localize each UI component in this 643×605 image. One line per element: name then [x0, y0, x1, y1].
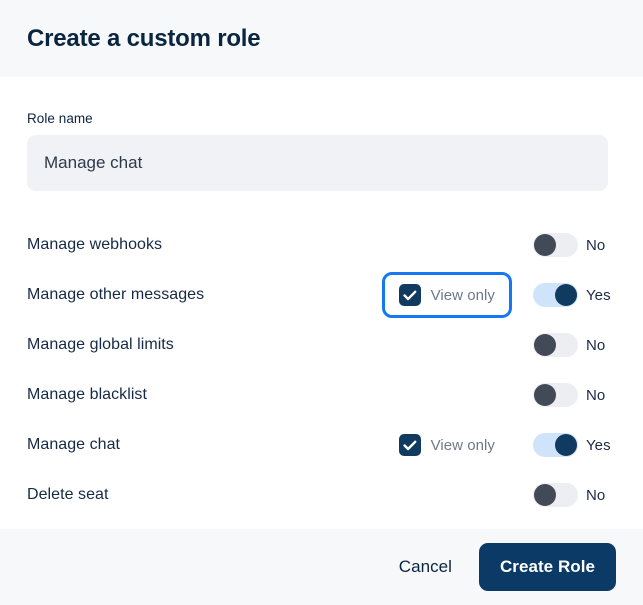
- view-only-label: View only: [430, 286, 495, 304]
- permission-row: Manage global limits No: [27, 320, 616, 370]
- permission-controls: View only Yes: [381, 270, 616, 320]
- permission-toggle-group: No: [516, 483, 616, 507]
- view-only-checkbox-group[interactable]: View only: [381, 272, 512, 318]
- permission-label: Manage webhooks: [27, 236, 163, 253]
- permission-label: Manage global limits: [27, 336, 174, 353]
- permission-toggle-group: Yes: [516, 433, 616, 457]
- permission-toggle-group: No: [516, 233, 616, 257]
- permission-toggle-group: No: [516, 333, 616, 357]
- permission-row: Manage blacklist No: [27, 370, 616, 420]
- toggle-state-text: No: [586, 486, 606, 504]
- permission-controls: No: [516, 370, 616, 420]
- role-name-label: Role name: [27, 111, 93, 126]
- permission-toggle[interactable]: [533, 433, 578, 457]
- permission-row: Manage chat View only Yes: [27, 420, 616, 470]
- permission-label: Delete seat: [27, 486, 109, 503]
- permission-toggle[interactable]: [533, 233, 578, 257]
- toggle-knob: [555, 284, 577, 306]
- permission-controls: No: [516, 320, 616, 370]
- dialog-header: Create a custom role: [0, 0, 643, 77]
- toggle-state-text: Yes: [586, 286, 611, 304]
- toggle-state-text: No: [586, 236, 606, 254]
- permission-controls: No: [516, 470, 616, 520]
- permission-toggle[interactable]: [533, 383, 578, 407]
- permission-controls: No: [516, 220, 616, 270]
- view-only-label: View only: [430, 436, 495, 454]
- role-name-input[interactable]: [27, 135, 608, 191]
- permission-toggle-group: Yes: [516, 283, 616, 307]
- toggle-knob: [534, 234, 556, 256]
- permission-controls: View only Yes: [382, 420, 616, 470]
- role-name-field-group: Role name: [27, 77, 616, 191]
- dialog-footer: Cancel Create Role: [0, 529, 643, 605]
- check-icon[interactable]: [398, 434, 421, 456]
- permission-toggle[interactable]: [533, 483, 578, 507]
- toggle-knob: [534, 484, 556, 506]
- create-role-button[interactable]: Create Role: [478, 543, 616, 591]
- permission-toggle[interactable]: [533, 283, 578, 307]
- toggle-knob: [534, 334, 556, 356]
- permission-row: Manage other messages View only Yes: [27, 270, 616, 320]
- toggle-state-text: No: [586, 386, 606, 404]
- permission-toggle-group: No: [516, 383, 616, 407]
- permission-row: Manage webhooks No: [27, 220, 616, 270]
- toggle-state-text: No: [586, 336, 606, 354]
- cancel-button[interactable]: Cancel: [381, 545, 470, 589]
- view-only-checkbox-group[interactable]: View only: [382, 422, 512, 468]
- page-title: Create a custom role: [27, 24, 261, 52]
- toggle-state-text: Yes: [586, 436, 611, 454]
- permission-row: Delete seat No: [27, 470, 616, 520]
- permission-toggle[interactable]: [533, 333, 578, 357]
- check-icon[interactable]: [398, 284, 421, 306]
- toggle-knob: [555, 434, 577, 456]
- permission-label: Manage other messages: [27, 286, 205, 303]
- permission-label: Manage blacklist: [27, 386, 147, 403]
- permission-label: Manage chat: [27, 436, 121, 453]
- toggle-knob: [534, 384, 556, 406]
